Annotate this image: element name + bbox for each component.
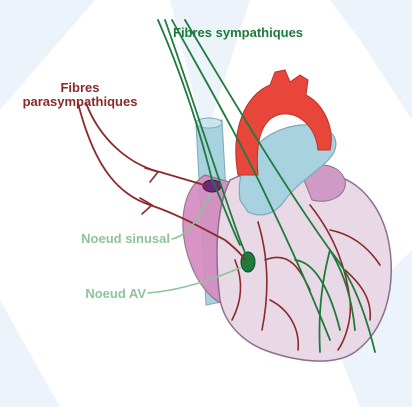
label-av-node: Noeud AV bbox=[85, 286, 146, 301]
label-parasympathetic-fibres-line1: Fibres bbox=[60, 80, 99, 95]
label-parasympathetic-fibres-line2: parasympathiques bbox=[23, 94, 138, 109]
label-sinus-node: Noeud sinusal bbox=[81, 231, 170, 246]
label-sympathetic-fibres: Fibres sympathiques bbox=[173, 25, 303, 40]
